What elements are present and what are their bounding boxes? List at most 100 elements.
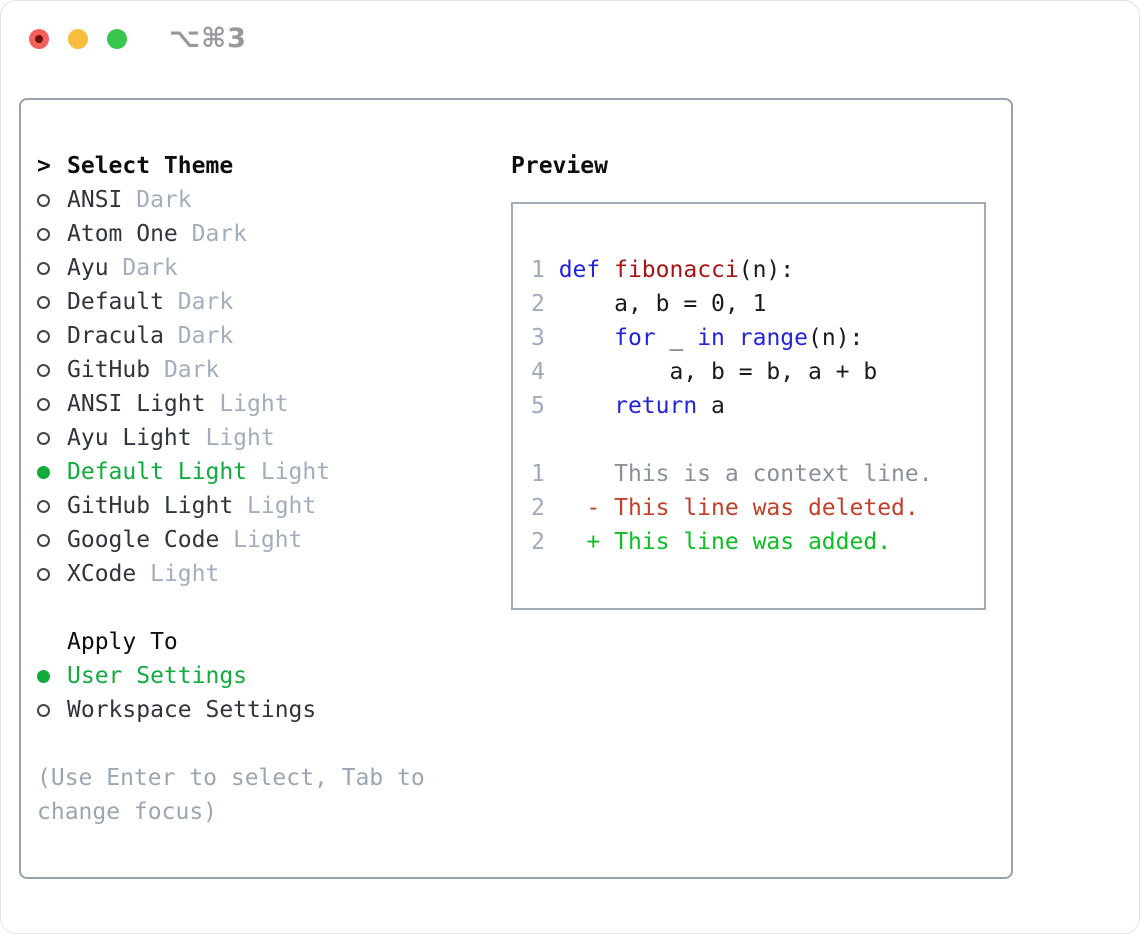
theme-variant: Dark [163, 357, 220, 383]
preview-box: 1 def fibonacci(n): 2 a, b = 0, 1 3 for … [511, 202, 986, 610]
line-number: 1 [531, 461, 559, 487]
theme-list-item[interactable]: Default Light Light [37, 455, 506, 489]
theme-variant: Dark [191, 221, 248, 247]
theme-list-item[interactable]: Ayu Dark [37, 251, 506, 285]
theme-list-item[interactable]: GitHub Light Light [37, 489, 506, 523]
code-line: 5 return a [531, 389, 984, 423]
apply-to-option[interactable]: User Settings [37, 659, 506, 693]
code-line: 2 a, b = 0, 1 [531, 287, 984, 321]
theme-variant: Light [260, 459, 331, 485]
radio-icon [37, 499, 50, 513]
code-line: 1 def fibonacci(n): [531, 253, 984, 287]
theme-variant: Light [205, 425, 275, 451]
theme-variant: Dark [177, 289, 234, 315]
line-number: 1 [531, 257, 559, 283]
radio-icon [37, 465, 50, 479]
zoom-button[interactable] [107, 29, 127, 49]
radio-icon [37, 329, 50, 343]
theme-list-header: > Select Theme [37, 149, 506, 183]
radio-icon [37, 363, 50, 377]
theme-name: Default Light [67, 459, 248, 485]
theme-name: Ayu Light [67, 425, 192, 451]
radio-icon [37, 295, 50, 309]
code-segment-keyword: def [558, 257, 601, 283]
theme-name: Default [67, 289, 164, 315]
code-preview: 1 def fibonacci(n): 2 a, b = 0, 1 3 for … [531, 253, 984, 559]
code-segment-plain [725, 325, 739, 351]
apply-to-section: Apply To User Settings Workspace Setting… [37, 625, 506, 727]
theme-variant: Dark [177, 323, 234, 349]
theme-name: GitHub Light [67, 493, 234, 519]
code-segment-context: This is a context line. [558, 461, 933, 487]
theme-name: Ayu [67, 255, 109, 281]
radio-icon [37, 261, 50, 275]
theme-list: ANSI Dark Atom One Dark Ayu Dark Default… [37, 183, 506, 591]
theme-variant: Dark [122, 255, 178, 281]
radio-icon [37, 703, 50, 717]
theme-variant: Light [247, 493, 317, 519]
theme-list-item[interactable]: ANSI Light Light [37, 387, 506, 421]
window-title: ⌥⌘3 [169, 23, 247, 54]
theme-list-item[interactable]: Atom One Dark [37, 217, 506, 251]
theme-name: ANSI Light [67, 391, 206, 417]
theme-list-item[interactable]: Ayu Light Light [37, 421, 506, 455]
titlebar [29, 29, 127, 49]
theme-name: Atom One [67, 221, 178, 247]
preview-title: Preview [511, 153, 608, 179]
minimize-button[interactable] [68, 29, 88, 49]
apply-to-label: Workspace Settings [67, 697, 317, 723]
theme-name: GitHub [67, 357, 151, 383]
line-number: 4 [531, 359, 559, 385]
code-segment-deleted: - This line was deleted. [558, 495, 919, 521]
line-number: 5 [531, 393, 559, 419]
code-segment-plain: a, b = b, a + b [558, 359, 878, 385]
code-segment-keyword: return [614, 393, 698, 419]
radio-icon [37, 669, 50, 683]
code-segment-function: fibonacci [614, 257, 739, 283]
theme-name: Dracula [67, 323, 164, 349]
code-segment-keyword: for [614, 325, 656, 351]
code-line: 2 - This line was deleted. [531, 491, 984, 525]
line-number: 2 [531, 291, 559, 317]
theme-list-item[interactable]: XCode Light [37, 557, 506, 591]
code-line: 2 + This line was added. [531, 525, 984, 559]
theme-list-item[interactable]: GitHub Dark [37, 353, 506, 387]
code-segment-plain: (n): [808, 325, 864, 351]
radio-icon [37, 227, 50, 241]
close-button[interactable] [29, 29, 49, 49]
code-segment-added: + This line was added. [558, 529, 892, 555]
apply-to-option[interactable]: Workspace Settings [37, 693, 506, 727]
theme-variant: Light [150, 561, 220, 587]
radio-icon [37, 533, 50, 547]
apply-to-options: User Settings Workspace Settings [37, 659, 506, 727]
theme-list-item[interactable]: Dracula Dark [37, 319, 506, 353]
apply-to-title: Apply To [67, 629, 178, 655]
radio-icon [37, 397, 50, 411]
code-segment-plain [559, 325, 614, 351]
theme-name: ANSI [67, 187, 123, 213]
line-number: 2 [531, 529, 559, 555]
code-segment-plain: a, b = 0, 1 [558, 291, 767, 317]
theme-list-title: Select Theme [67, 153, 234, 179]
close-dot-icon [35, 35, 43, 43]
code-line: 3 for _ in range(n): [531, 321, 984, 355]
code-line: 4 a, b = b, a + b [531, 355, 984, 389]
code-segment-keyword: range [738, 325, 808, 351]
left-column: > Select Theme ANSI Dark Atom One Dark A… [37, 149, 506, 877]
theme-list-item[interactable]: Google Code Light [37, 523, 506, 557]
theme-list-item[interactable]: ANSI Dark [37, 183, 506, 217]
radio-icon [37, 567, 50, 581]
theme-variant: Dark [136, 187, 192, 213]
code-segment-keyword: in [697, 325, 725, 351]
code-segment-plain [559, 393, 614, 419]
radio-icon [37, 193, 50, 207]
apply-to-label: User Settings [67, 663, 248, 689]
line-number: 2 [531, 495, 559, 521]
cursor-prefix-icon: > [37, 153, 51, 179]
line-number: 3 [531, 325, 559, 351]
code-line [531, 423, 984, 457]
theme-list-item[interactable]: Default Dark [37, 285, 506, 319]
theme-variant: Light [233, 527, 303, 553]
code-segment-plain: (n): [738, 257, 795, 283]
apply-to-header-row: Apply To [37, 625, 506, 659]
